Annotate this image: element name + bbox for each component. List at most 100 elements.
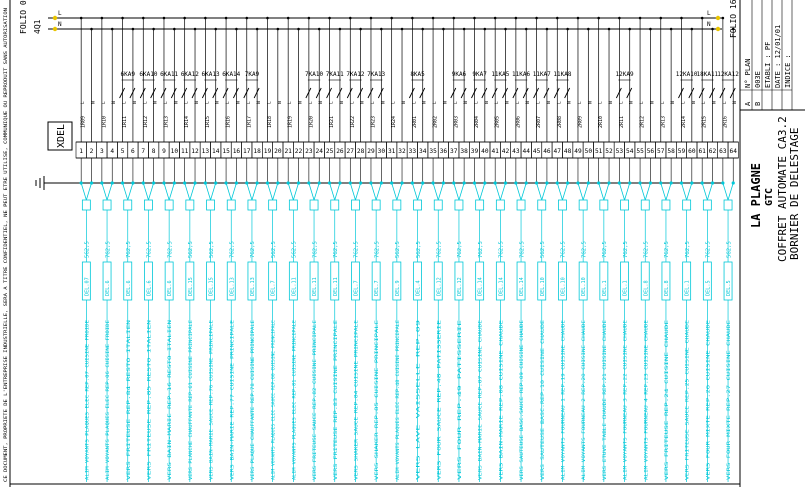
svg-text:38: 38 <box>460 148 468 155</box>
svg-text:VERS FRITEUSE REP.24 CUISINE C: VERS FRITEUSE REP.24 CUISINE CHAUDE <box>664 320 670 480</box>
svg-text:VERS BAIN-MARIE REP.08 CUISINE: VERS BAIN-MARIE REP.08 CUISINE CHAUDE <box>498 320 504 480</box>
svg-text:37: 37 <box>450 148 458 155</box>
wire-code: 1R16 <box>226 116 232 128</box>
svg-text:49: 49 <box>574 148 582 155</box>
svg-text:DEL.6: DEL.6 <box>105 280 111 296</box>
terminal-62: 62 <box>707 141 718 159</box>
svg-text:N: N <box>691 101 697 104</box>
svg-text:L: L <box>80 101 86 104</box>
svg-text:DEL.15: DEL.15 <box>209 277 215 296</box>
svg-text:7G2,5: 7G2,5 <box>333 241 339 258</box>
svg-text:5G2,5: 5G2,5 <box>292 241 298 258</box>
svg-text:9: 9 <box>162 148 166 155</box>
svg-text:VERS FOUR MIXTE REP.27 CUISINE: VERS FOUR MIXTE REP.27 CUISINE CHAUDE <box>726 320 732 480</box>
svg-text:VERS BAIN-MARIE REP.77 CUISINE: VERS BAIN-MARIE REP.77 CUISINE PRINCIPAL… <box>229 320 235 480</box>
terminal-block-name: XDEL <box>56 124 67 148</box>
svg-text:58: 58 <box>667 148 675 155</box>
svg-text:DEL.6: DEL.6 <box>167 280 173 296</box>
svg-text:7G2,5: 7G2,5 <box>250 241 256 258</box>
terminal-1: 1 <box>75 141 87 159</box>
svg-text:VERS LAVE VAISSELLE REP.09: VERS LAVE VAISSELLE REP.09 <box>416 320 422 480</box>
svg-text:L: L <box>453 101 459 104</box>
svg-text:N: N <box>215 101 221 104</box>
svg-text:7G2,5: 7G2,5 <box>643 241 649 258</box>
svg-text:7G2,5: 7G2,5 <box>147 241 153 258</box>
wire-code: 2R07 <box>536 116 542 128</box>
svg-text:4: 4 <box>110 148 114 155</box>
terminal-47: 47 <box>551 141 563 159</box>
terminal-11: 11 <box>179 141 191 159</box>
terminal-20: 20 <box>272 141 284 159</box>
terminal-55: 55 <box>634 141 646 159</box>
svg-text:27: 27 <box>347 148 355 155</box>
terminal-51: 51 <box>593 141 605 159</box>
svg-text:L: L <box>122 101 128 104</box>
svg-text:N: N <box>401 101 407 104</box>
svg-text:N: N <box>256 101 262 104</box>
svg-text:28: 28 <box>357 148 365 155</box>
svg-text:33: 33 <box>409 148 417 155</box>
wire-code: 1R09 <box>81 116 87 128</box>
relay-12ka10: 12KA10 <box>676 71 698 99</box>
svg-text:ALIM VOYANTS FOURNEAU 2 REP.20: ALIM VOYANTS FOURNEAU 2 REP.20 CUISINE C… <box>581 320 587 480</box>
svg-text:12KA9: 12KA9 <box>616 71 634 78</box>
svg-text:6KA13: 6KA13 <box>202 71 220 78</box>
svg-text:5G2,5: 5G2,5 <box>726 241 732 258</box>
etabli-field: ETABLI : PF <box>764 42 772 88</box>
svg-text:DEL.10: DEL.10 <box>560 277 566 296</box>
svg-text:7KA12: 7KA12 <box>346 71 364 78</box>
svg-text:DEL.4: DEL.4 <box>416 280 422 296</box>
svg-text:5G2,5: 5G2,5 <box>416 241 422 258</box>
relay-6ka9: 6KA9 <box>119 71 135 99</box>
svg-text:N: N <box>380 101 386 104</box>
svg-text:39: 39 <box>471 148 479 155</box>
svg-text:DEL.07: DEL.07 <box>84 277 90 296</box>
svg-text:DEL.12: DEL.12 <box>436 277 442 296</box>
svg-text:N: N <box>235 101 241 104</box>
wire-code: 1R20 <box>308 116 314 128</box>
wire-code: 2R15 <box>702 116 708 128</box>
svg-text:35: 35 <box>429 148 437 155</box>
svg-text:55: 55 <box>636 148 644 155</box>
svg-text:7G2,5: 7G2,5 <box>312 241 318 258</box>
relay-7ka12: 7KA12 <box>346 71 365 99</box>
svg-text:20: 20 <box>274 148 282 155</box>
svg-text:DEL.7: DEL.7 <box>271 280 277 296</box>
svg-text:DEL.13: DEL.13 <box>229 277 235 296</box>
svg-text:VERS SHAKER SAUCE REP.84 CUISI: VERS SHAKER SAUCE REP.84 CUISINE PRINCIP… <box>353 320 359 480</box>
svg-text:VERS FRITEUSE SAUCE REP.82 CUI: VERS FRITEUSE SAUCE REP.82 CUISINE PRINC… <box>312 320 318 480</box>
svg-text:17: 17 <box>243 148 251 155</box>
wire-code: 2R08 <box>557 116 563 128</box>
svg-text:7G2,5: 7G2,5 <box>126 241 132 258</box>
relay-9ka6: 9KA6 <box>450 71 467 99</box>
svg-text:N: N <box>153 101 159 104</box>
terminal-59: 59 <box>675 141 687 159</box>
system-name: GTC <box>764 188 775 206</box>
terminal-27: 27 <box>344 141 356 159</box>
wire-code: 2R13 <box>660 116 666 128</box>
wire-code: 1R21 <box>329 116 335 128</box>
svg-text:5G2,5: 5G2,5 <box>540 241 546 258</box>
terminal-12: 12 <box>189 141 201 159</box>
title-block: N° PLAN 003E ETABLI : PF DATE : 12/01/01… <box>740 0 805 262</box>
svg-text:7G2,5: 7G2,5 <box>664 241 670 258</box>
svg-text:7G2,5: 7G2,5 <box>167 241 173 258</box>
svg-text:7G2,5: 7G2,5 <box>229 241 235 258</box>
terminal-49: 49 <box>572 141 584 159</box>
svg-text:8KA5: 8KA5 <box>410 71 425 78</box>
svg-text:56: 56 <box>647 148 655 155</box>
revision-a: A <box>744 101 752 106</box>
terminal-48: 48 <box>562 141 574 159</box>
svg-text:DEL.6: DEL.6 <box>146 280 152 296</box>
svg-text:40: 40 <box>481 148 489 155</box>
svg-text:31: 31 <box>388 148 396 155</box>
svg-text:12KA10: 12KA10 <box>676 71 698 78</box>
terminal-63: 63 <box>717 141 729 159</box>
svg-text:DEL.11: DEL.11 <box>312 277 318 296</box>
